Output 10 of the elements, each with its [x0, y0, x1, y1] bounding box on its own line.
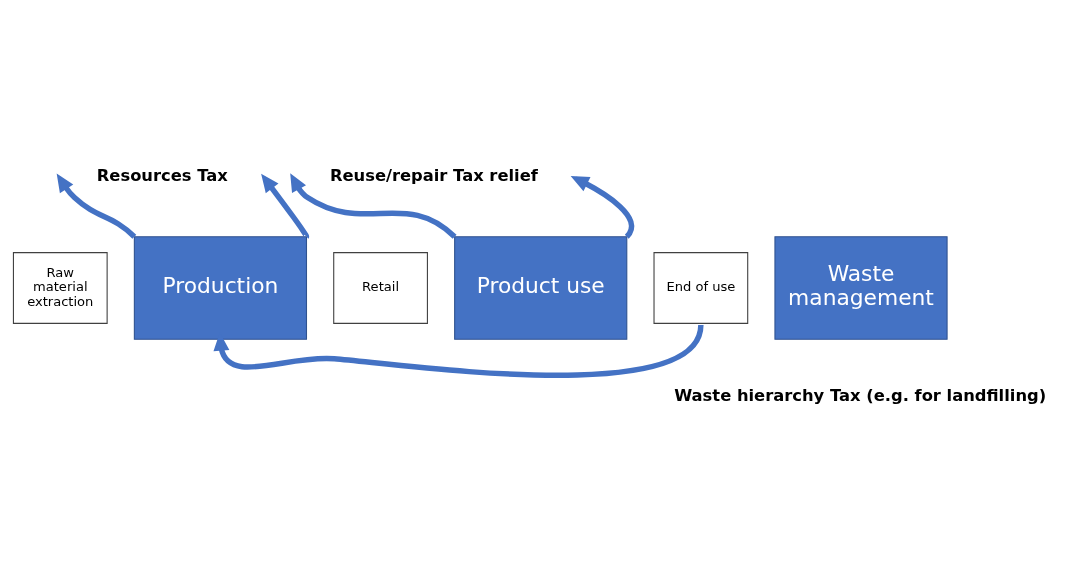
label: Resources Tax [96, 165, 228, 185]
node-box: Retail [333, 251, 428, 324]
label: Reuse/repair Tax relief [329, 165, 538, 185]
node-box: Raw material extraction [12, 251, 108, 324]
label: Waste hierarchy Tax (e.g. for landfilling) [674, 385, 1047, 405]
node-box: Production [133, 235, 308, 340]
arrow [213, 323, 704, 378]
node-box: Product use [454, 235, 628, 340]
node-box: End of use [653, 251, 749, 324]
node-box: Waste management [774, 235, 948, 340]
